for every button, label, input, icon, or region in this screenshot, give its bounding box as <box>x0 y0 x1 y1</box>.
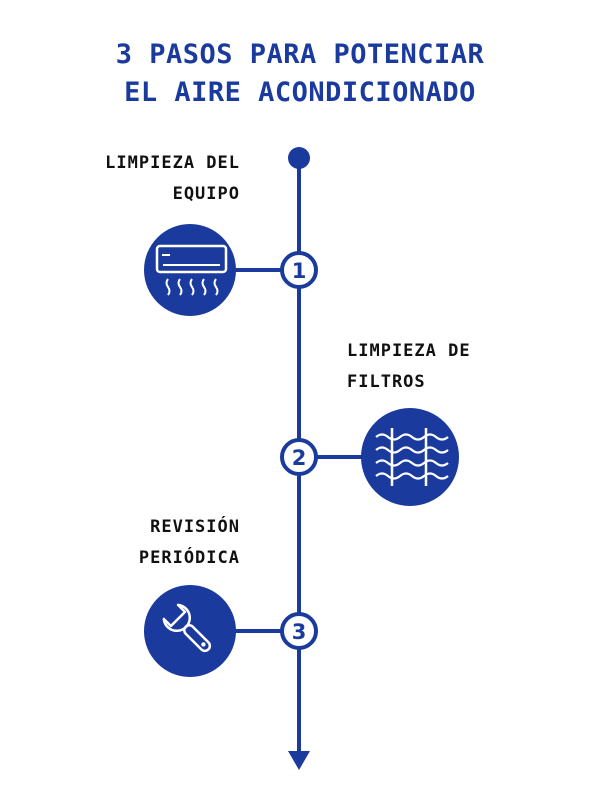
title-line-2: EL AIRE ACONDICIONADO <box>124 77 476 108</box>
step-3-number: 3 <box>292 620 307 644</box>
step-1-number: 1 <box>292 259 307 283</box>
wrench-icon <box>144 585 236 677</box>
step-1-label-line-1: LIMPIEZA DEL <box>105 153 240 173</box>
timeline-arrow-icon <box>288 751 310 770</box>
step-2-label-line-1: LIMPIEZA DE <box>347 341 471 361</box>
step-2-label-line-2: FILTROS <box>347 372 426 392</box>
step-1-marker: 1 <box>280 251 318 289</box>
step-3-label-line-2: PERIÓDICA <box>138 548 240 568</box>
title-line-1: 3 PASOS PARA POTENCIAR <box>115 39 485 70</box>
timeline-start-dot <box>288 147 310 169</box>
page-title: 3 PASOS PARA POTENCIAR EL AIRE ACONDICIO… <box>0 36 600 112</box>
step-1-label: LIMPIEZA DEL EQUIPO <box>105 148 240 210</box>
step-2-marker: 2 <box>280 438 318 476</box>
step-3-marker: 3 <box>280 612 318 650</box>
step-1-label-line-2: EQUIPO <box>172 184 240 204</box>
step-3-label-line-1: REVISIÓN <box>150 517 240 537</box>
air-conditioner-icon <box>144 224 236 316</box>
step-2-label: LIMPIEZA DE FILTROS <box>347 336 471 398</box>
filter-airflow-icon <box>361 408 459 506</box>
step-3-label: REVISIÓN PERIÓDICA <box>139 512 240 574</box>
step-2-number: 2 <box>292 446 307 470</box>
